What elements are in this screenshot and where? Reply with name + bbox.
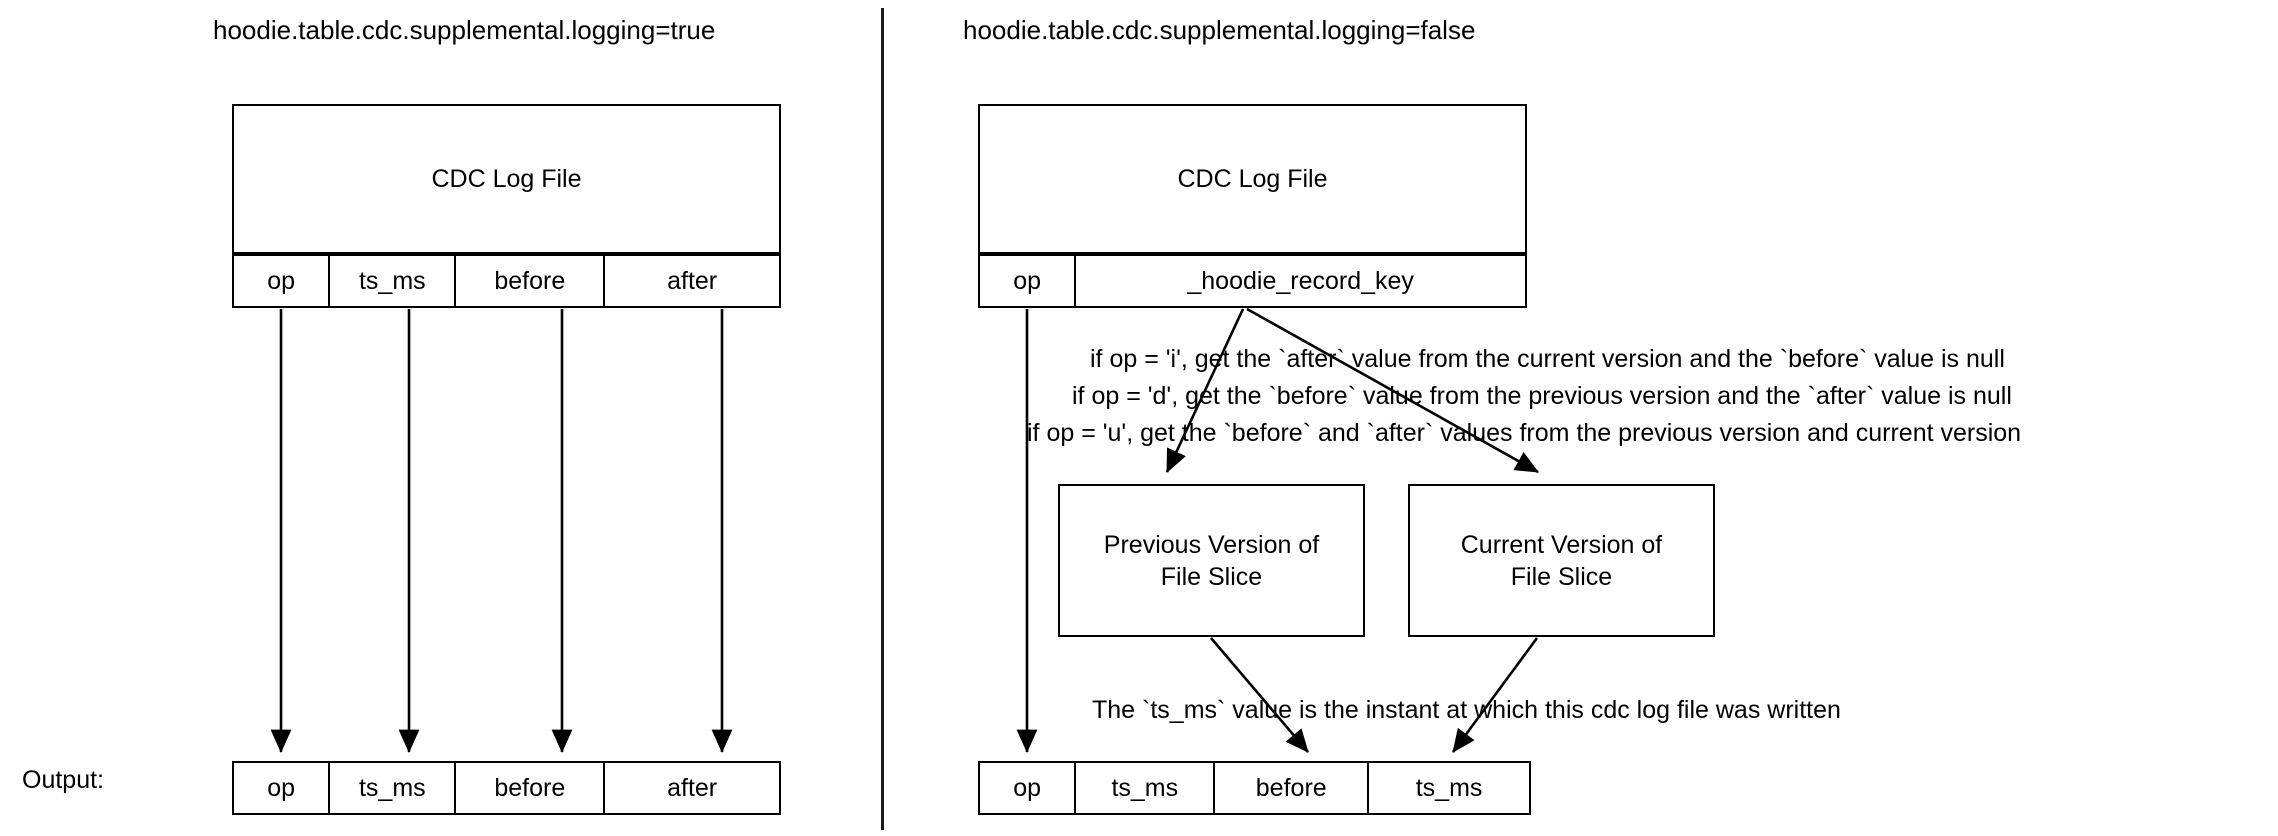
- right-output-row: op ts_ms before ts_ms: [978, 761, 1531, 815]
- previous-version-line-2: File Slice: [1160, 562, 1263, 591]
- right-schema-label-hoodie-record-key: _hoodie_record_key: [1187, 266, 1414, 295]
- left-output-cell-op: op: [234, 763, 331, 813]
- rule-line-3: if op = 'u', get the `before` and `after…: [1027, 419, 2022, 447]
- right-output-label-before: before: [1255, 773, 1327, 802]
- left-output-cell-before: before: [456, 763, 606, 813]
- rule-line-2: if op = 'd', get the `before` value from…: [1072, 382, 2012, 410]
- left-schema-row: op ts_ms before after: [232, 254, 781, 308]
- right-cdc-log-file-label: CDC Log File: [1177, 164, 1328, 193]
- left-output-label-before: before: [494, 773, 566, 802]
- left-schema-cell-op: op: [234, 256, 331, 306]
- right-output-label-op: op: [1013, 773, 1042, 802]
- right-output-label-ts-ms-2: ts_ms: [1415, 773, 1483, 802]
- left-schema-label-before: before: [494, 266, 566, 295]
- left-schema-cell-before: before: [456, 256, 606, 306]
- right-output-cell-ts-ms-1: ts_ms: [1076, 763, 1216, 813]
- left-cdc-log-file-label: CDC Log File: [431, 164, 582, 193]
- right-panel-title: hoodie.table.cdc.supplemental.logging=fa…: [963, 15, 1476, 45]
- left-schema-cell-ts-ms: ts_ms: [330, 256, 457, 306]
- right-output-cell-ts-ms-2: ts_ms: [1369, 763, 1529, 813]
- current-version-file-slice-box: Current Version of File Slice: [1408, 484, 1715, 637]
- previous-version-file-slice-box: Previous Version of File Slice: [1058, 484, 1365, 637]
- right-schema-cell-op: op: [980, 256, 1077, 306]
- rule-line-1: if op = 'i', get the `after` value from …: [1090, 345, 2005, 373]
- left-output-label-op: op: [267, 773, 296, 802]
- left-panel-title: hoodie.table.cdc.supplemental.logging=tr…: [213, 15, 716, 45]
- left-schema-label-ts-ms: ts_ms: [358, 266, 426, 295]
- left-schema-label-after: after: [667, 266, 718, 295]
- left-output-label-after: after: [667, 773, 718, 802]
- left-cdc-log-file-box: CDC Log File: [232, 104, 781, 254]
- right-output-cell-before: before: [1215, 763, 1370, 813]
- right-schema-label-op: op: [1013, 266, 1042, 295]
- right-output-cell-op: op: [980, 763, 1077, 813]
- right-schema-cell-hoodie-record-key: _hoodie_record_key: [1076, 256, 1525, 306]
- left-output-cell-after: after: [605, 763, 779, 813]
- right-cdc-log-file-box: CDC Log File: [978, 104, 1527, 254]
- current-version-line-1: Current Version of: [1460, 530, 1663, 559]
- right-schema-row: op _hoodie_record_key: [978, 254, 1527, 308]
- left-schema-cell-after: after: [605, 256, 779, 306]
- left-output-row: op ts_ms before after: [232, 761, 781, 815]
- ts-ms-note: The `ts_ms` value is the instant at whic…: [1092, 696, 1841, 724]
- right-output-label-ts-ms-1: ts_ms: [1111, 773, 1179, 802]
- previous-version-line-1: Previous Version of: [1103, 530, 1320, 559]
- panel-divider: [881, 8, 884, 830]
- output-label: Output:: [22, 766, 104, 794]
- current-version-line-2: File Slice: [1510, 562, 1613, 591]
- left-output-label-ts-ms: ts_ms: [358, 773, 426, 802]
- left-schema-label-op: op: [267, 266, 296, 295]
- left-output-cell-ts-ms: ts_ms: [330, 763, 457, 813]
